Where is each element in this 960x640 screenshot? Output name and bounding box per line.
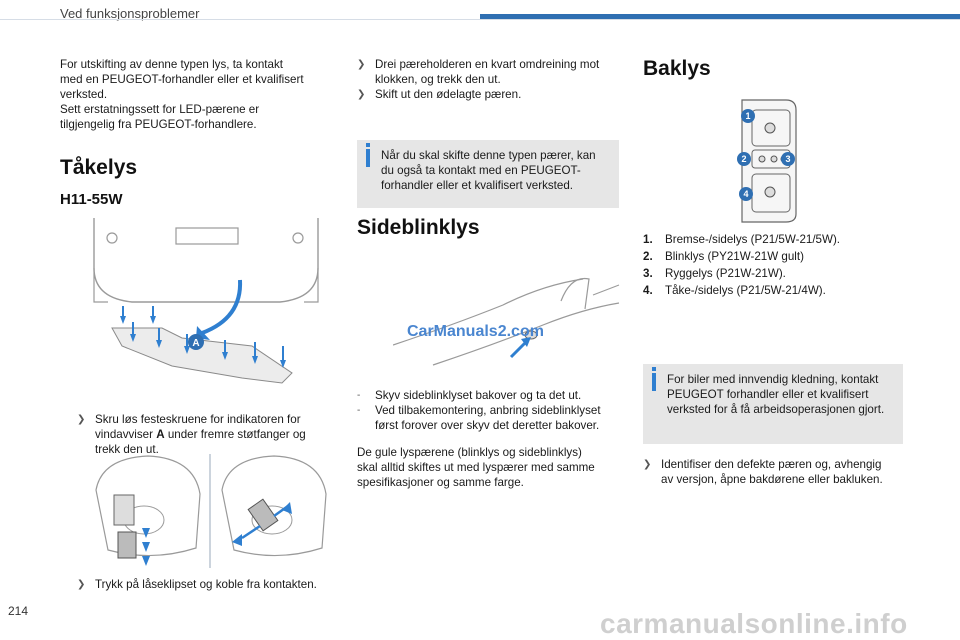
fog-lamp-connector-figure xyxy=(95,454,327,568)
step-text: Trykk på låseklipset og koble fra kontak… xyxy=(95,578,317,591)
dash-bullet: - xyxy=(357,405,361,416)
fog-step-continued: ❯ Drei pæreholderen en kvart omdreining … xyxy=(357,57,627,102)
step-text: klokken, og trekk den ut. xyxy=(375,73,501,86)
info-icon xyxy=(652,367,656,391)
list-item: 2.Blinklys (PY21W-21W gult) xyxy=(643,250,804,263)
step-arrow-icon: ❯ xyxy=(77,579,86,590)
list-item: 1.Bremse-/sidelys (P21/5W-21/5W). xyxy=(643,233,841,246)
dash-bullet: - xyxy=(357,390,361,401)
subheading-bulb-type: H11-55W xyxy=(60,191,123,208)
intro-line: tilgjengelig fra PEUGEOT-forhandlere. xyxy=(60,118,257,131)
fog-step-2: ❯ Trykk på låseklipset og koble fra kont… xyxy=(77,577,357,592)
list-item: 3.Ryggelys (P21W-21W). xyxy=(643,267,786,280)
rear-light-list: 1.Bremse-/sidelys (P21/5W-21/5W). 2.Blin… xyxy=(643,232,903,300)
intro-line: Sett erstatningssett for LED-pærene er xyxy=(60,103,260,116)
list-item: 4.Tåke-/sidelys (P21/5W-21/4W). xyxy=(643,284,826,297)
footer-watermark: carmanualsonline.info xyxy=(600,608,908,639)
callout-1: 1 xyxy=(745,111,750,121)
step-text: Identifiser den defekte pæren og, avheng… xyxy=(661,458,882,471)
step-text: Drei pæreholderen en kvart omdreining mo… xyxy=(375,58,600,71)
intro-line: med en PEUGEOT-forhandler eller et kvali… xyxy=(60,73,304,86)
fog-light-intro: For utskifting av denne typen lys, ta ko… xyxy=(60,57,350,132)
header-title: Ved funksjonsproblemer xyxy=(60,6,200,21)
page-number: 214 xyxy=(8,604,29,618)
header-accent-bar xyxy=(480,14,960,19)
front-bumper-figure: A xyxy=(93,218,319,384)
step-text: Skru løs festeskruene for indikatoren fo… xyxy=(95,413,301,426)
intro-line: For utskifting av denne typen lys, ta ko… xyxy=(60,58,283,71)
section-heading-fog-lights: Tåkelys xyxy=(60,156,138,179)
step-arrow-icon: ❯ xyxy=(357,59,366,70)
intro-line: verksted. xyxy=(60,88,108,101)
info-note-interior-trim: For biler med innvendig kledning, kontak… xyxy=(643,364,903,444)
step-arrow-icon: ❯ xyxy=(643,459,652,470)
fog-step-1: ❯ Skru løs festeskruene for indikatoren … xyxy=(77,412,347,457)
rear-light-step: ❯ Identifiser den defekte pæren og, avhe… xyxy=(643,457,913,487)
step-text: Skift ut den ødelagte pæren. xyxy=(375,88,522,101)
side-indicator-figure xyxy=(393,277,620,366)
rear-light-cluster-figure: 1 2 3 4 xyxy=(737,99,797,223)
info-icon xyxy=(366,143,370,167)
watermark-text: CarManuals2.com xyxy=(407,323,544,340)
yellow-bulb-note: De gule lyspærene (blinklys og sideblink… xyxy=(357,446,595,489)
step-text: Skyv sideblinklyset bakover og ta det ut… xyxy=(375,389,582,402)
step-text: Ved tilbakemontering, anbring sideblinkl… xyxy=(375,404,601,417)
section-heading-side-indicators: Sideblinklys xyxy=(357,216,480,239)
step-arrow-icon: ❯ xyxy=(357,89,366,100)
step-text: vindavviser A under fremre støtfanger og xyxy=(95,428,306,441)
callout-4: 4 xyxy=(743,189,748,199)
section-heading-rear-lights: Baklys xyxy=(643,57,711,80)
callout-3: 3 xyxy=(785,154,790,164)
callout-2: 2 xyxy=(741,154,746,164)
step-text: trekk den ut. xyxy=(95,443,159,456)
header-divider xyxy=(0,19,960,20)
figure-label-a: A xyxy=(192,338,199,349)
side-indicator-steps: - Skyv sideblinklyset bakover og ta det … xyxy=(357,388,627,433)
step-arrow-icon: ❯ xyxy=(77,414,86,425)
step-text: først forover over skyv det deretter bak… xyxy=(375,419,600,432)
step-text: av versjon, åpne bakdørene eller bakluke… xyxy=(661,473,883,486)
info-note-dealer: Når du skal skifte denne typen pærer, ka… xyxy=(357,140,619,208)
